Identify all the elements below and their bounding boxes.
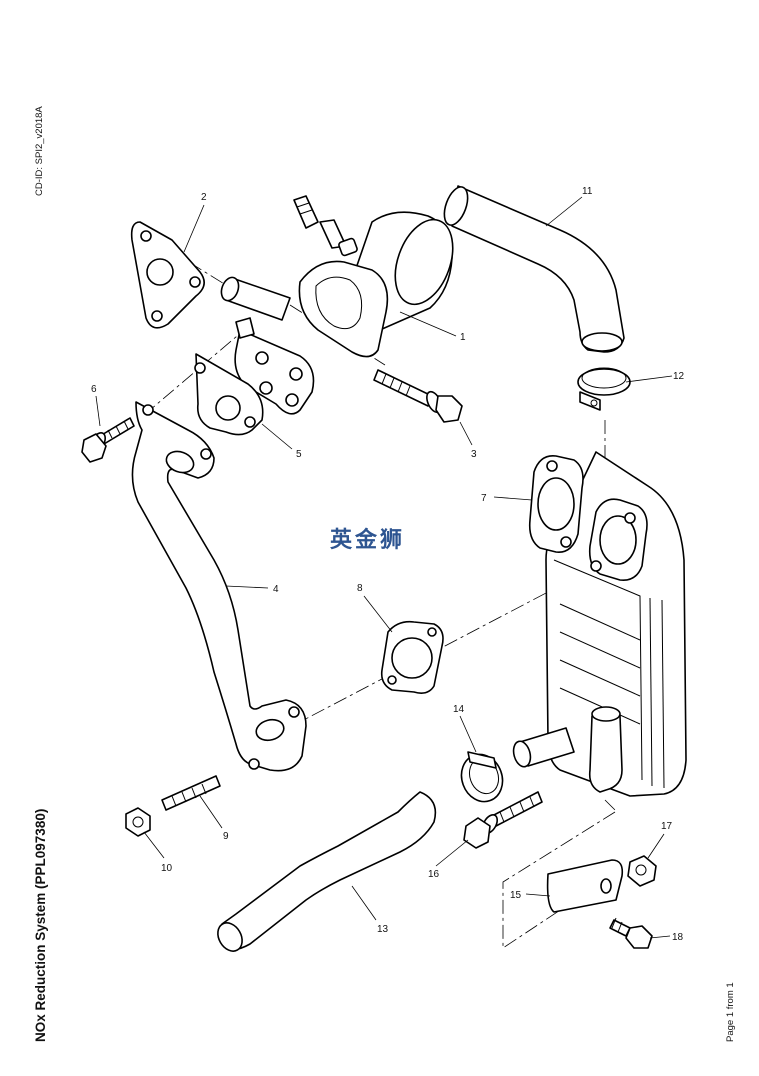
callout-3: 3 — [471, 449, 477, 460]
cooler-gasket — [380, 620, 444, 694]
callout-4: 4 — [273, 584, 279, 595]
mounting-bracket — [546, 859, 624, 913]
callout-1: 1 — [460, 332, 466, 343]
callout-14: 14 — [453, 704, 465, 715]
watermark-text: 英金狮 — [330, 528, 406, 553]
callout-5: 5 — [296, 449, 302, 460]
flange-gasket-upper — [130, 221, 205, 329]
callout-12: 12 — [673, 371, 685, 382]
egr-valve-assembly — [220, 195, 454, 415]
bolt-flange-3 — [373, 369, 463, 423]
egr-cooler — [512, 451, 687, 797]
nut-10 — [125, 807, 151, 837]
callout-15: 15 — [510, 890, 522, 901]
egr-pipe — [131, 401, 307, 772]
callout-2: 2 — [201, 192, 207, 203]
hose-clamp-14 — [460, 751, 504, 803]
callout-7: 7 — [481, 493, 487, 504]
callout-6: 6 — [91, 384, 97, 395]
flange-gasket-lower — [194, 353, 264, 436]
leader-lines — [95, 196, 673, 939]
bolt-flange-18 — [609, 917, 653, 949]
callout-11: 11 — [582, 186, 593, 197]
callout-18: 18 — [672, 932, 684, 943]
callout-17: 17 — [661, 821, 673, 832]
callout-16: 16 — [428, 869, 440, 880]
stud-9 — [161, 775, 221, 811]
bolt-flange-6 — [81, 417, 135, 463]
callout-10: 10 — [161, 863, 173, 874]
coolant-hose-upper — [443, 185, 625, 353]
callout-9: 9 — [223, 831, 229, 842]
callout-13: 13 — [377, 924, 389, 935]
hose-clamp-12 — [577, 367, 631, 411]
callout-numbers: 2 1 3 6 5 4 7 8 9 10 11 12 13 14 15 16 1… — [91, 186, 685, 943]
bolt-flange-16 — [463, 791, 543, 849]
coolant-hose-lower — [217, 791, 437, 952]
nut-17 — [627, 855, 657, 887]
callout-8: 8 — [357, 583, 363, 594]
